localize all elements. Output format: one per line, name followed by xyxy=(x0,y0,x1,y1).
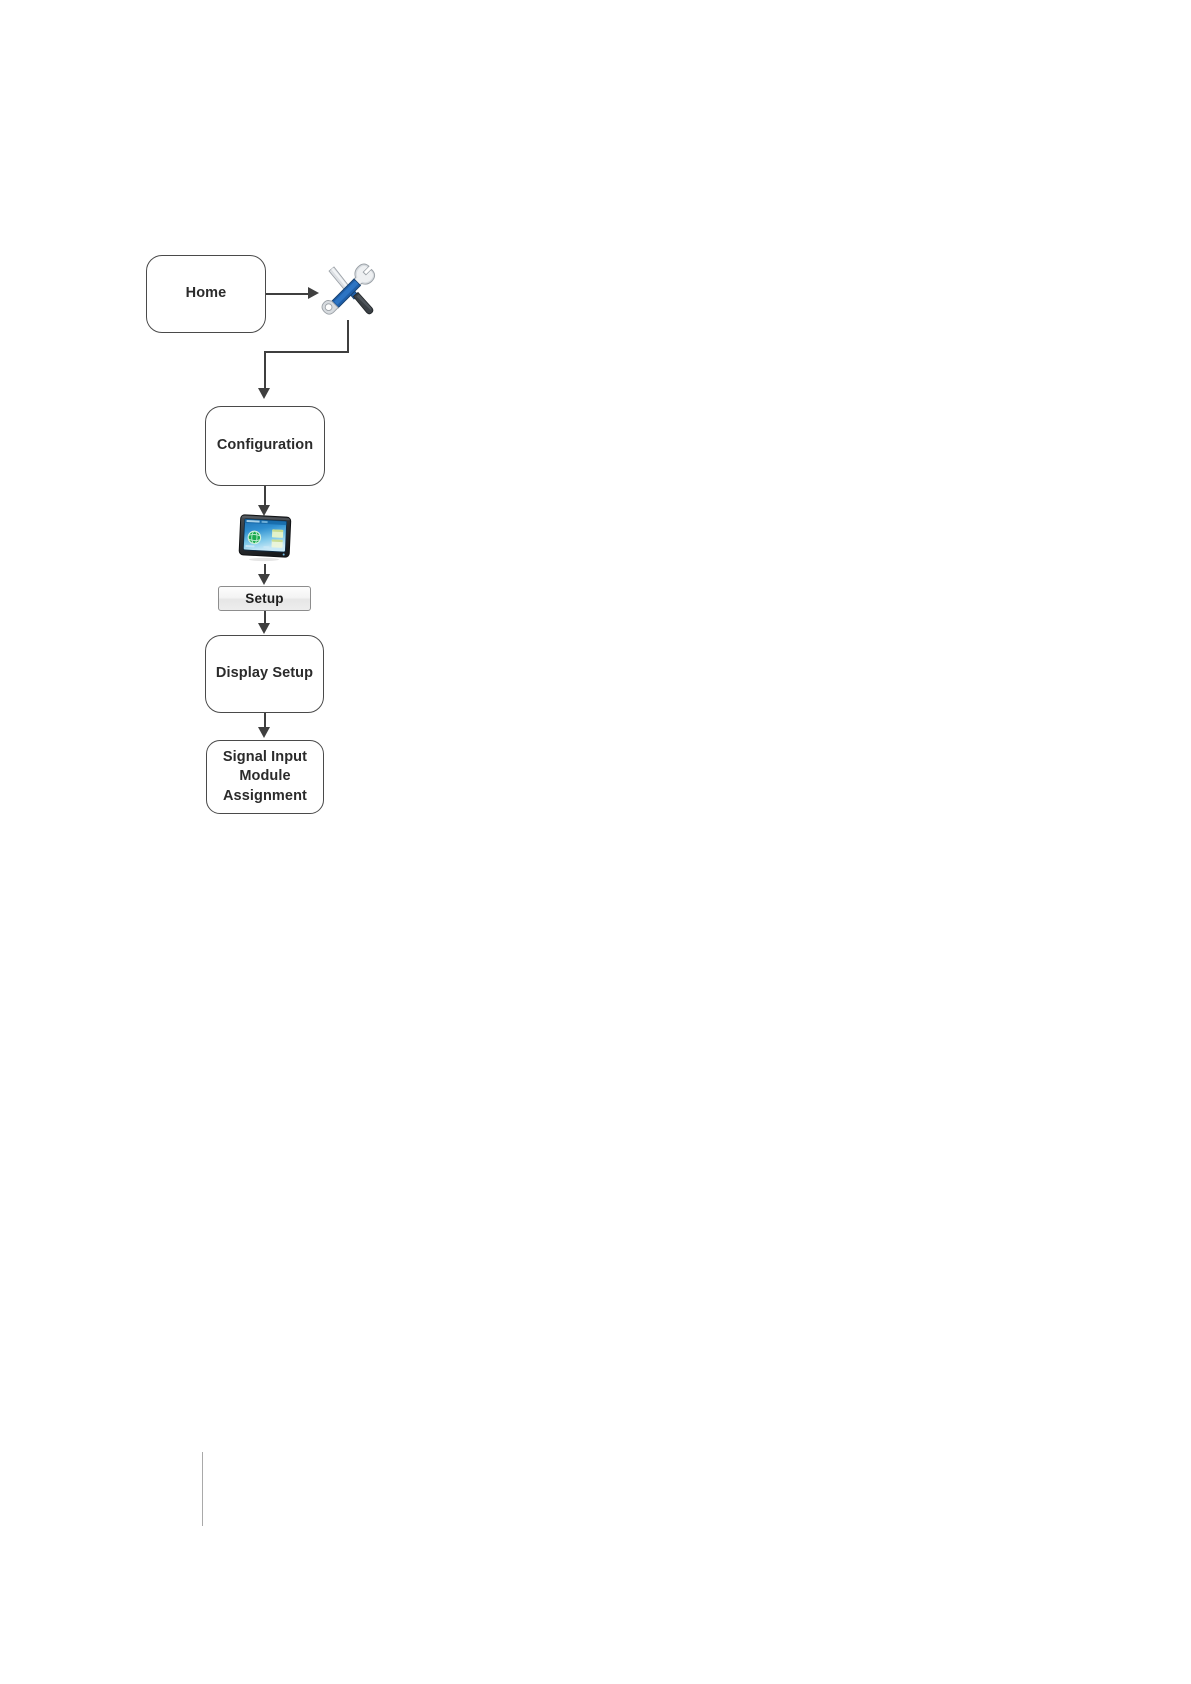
connector-configuration-to-device xyxy=(264,486,266,507)
setup-button[interactable]: Setup xyxy=(218,586,311,611)
page-change-bar xyxy=(202,1452,204,1526)
flow-node-configuration[interactable]: Configuration xyxy=(205,406,325,486)
connector-home-to-tools xyxy=(266,293,310,295)
flow-node-display-setup[interactable]: Display Setup xyxy=(205,635,324,713)
arrowhead-device-to-setup xyxy=(258,574,270,585)
connector-display-setup-to-signal-input xyxy=(264,713,266,729)
connector-setup-to-display-setup xyxy=(264,611,266,625)
signal-label-line-2: Module xyxy=(239,768,291,785)
display-panel-icon[interactable] xyxy=(236,512,292,564)
arrowhead-home-to-tools xyxy=(308,287,319,299)
arrowhead-tools-to-configuration xyxy=(258,388,270,399)
connector-tools-down xyxy=(347,320,349,353)
arrowhead-setup-to-display-setup xyxy=(258,623,270,634)
setup-button-label: Setup xyxy=(245,591,284,606)
flow-node-display-setup-label: Display Setup xyxy=(215,665,314,682)
wrench-screwdriver-icon[interactable] xyxy=(318,262,380,324)
arrowhead-display-setup-to-signal-input xyxy=(258,727,270,738)
flow-node-home[interactable]: Home xyxy=(146,255,266,333)
signal-label-line-3: Assignment xyxy=(222,787,307,804)
connector-tools-to-configuration xyxy=(264,351,266,389)
flow-node-signal-input-module-assignment[interactable]: Signal Input Module Assignment xyxy=(206,740,324,814)
flow-node-home-label: Home xyxy=(185,285,227,302)
signal-label-line-1: Signal Input xyxy=(222,749,308,766)
arrowhead-configuration-to-device xyxy=(258,505,270,516)
connector-tools-left xyxy=(264,351,349,353)
flow-node-signal-input-label: Signal Input Module Assignment xyxy=(217,748,313,805)
flow-node-configuration-label: Configuration xyxy=(216,437,314,454)
connector-device-to-setup xyxy=(264,564,266,577)
